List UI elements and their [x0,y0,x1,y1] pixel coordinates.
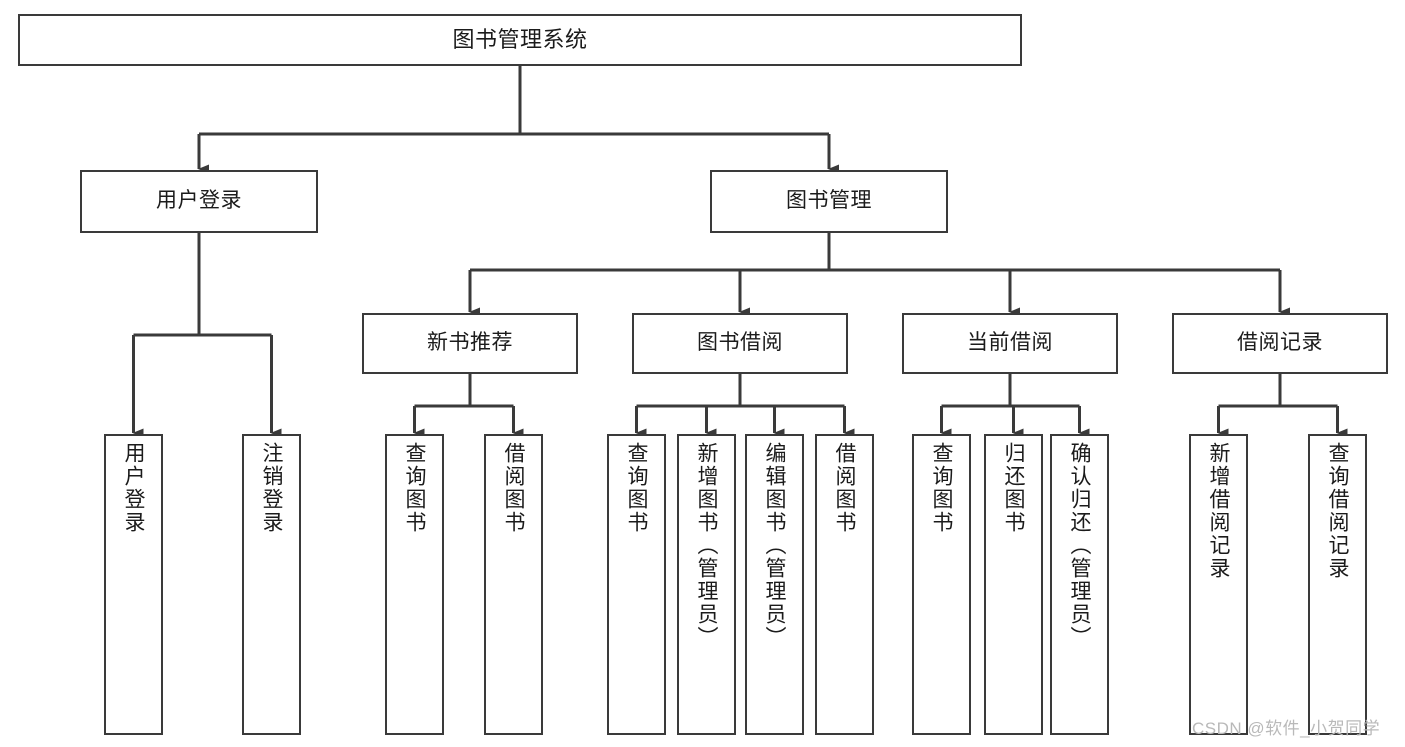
node-leaf-borrow-4[interactable]: 借阅图书 [815,434,874,735]
node-label: 用户登录 [156,189,242,213]
node-label: 新增借阅记录 [1207,442,1230,580]
node-label: 确认归还（管理员） [1068,442,1091,649]
node-bookmgmt[interactable]: 图书管理 [710,170,948,233]
node-label: 查询图书 [403,442,426,534]
node-label: 借阅图书 [502,442,525,534]
node-label: 编辑图书（管理员） [763,442,786,649]
node-leaf-cur-2[interactable]: 归还图书 [984,434,1043,735]
node-leaf-borrow-3[interactable]: 编辑图书（管理员） [745,434,804,735]
node-label: 查询图书 [930,442,953,534]
node-records[interactable]: 借阅记录 [1172,313,1388,374]
node-newbooks[interactable]: 新书推荐 [362,313,578,374]
node-label: 归还图书 [1002,442,1025,534]
node-label: 新书推荐 [427,331,513,355]
node-label: 借阅记录 [1237,331,1323,355]
node-label: 新增图书（管理员） [695,442,718,649]
node-borrow[interactable]: 图书借阅 [632,313,848,374]
node-label: 借阅图书 [833,442,856,534]
node-login[interactable]: 用户登录 [80,170,318,233]
node-label: 用户登录 [122,442,145,534]
node-leaf-borrow-2[interactable]: 新增图书（管理员） [677,434,736,735]
watermark-text: CSDN @软件_小贺同学 [1192,719,1381,738]
node-leaf-new-2[interactable]: 借阅图书 [484,434,543,735]
node-label: 图书借阅 [697,331,783,355]
node-leaf-new-1[interactable]: 查询图书 [385,434,444,735]
node-root[interactable]: 图书管理系统 [18,14,1022,66]
node-leaf-borrow-1[interactable]: 查询图书 [607,434,666,735]
node-current[interactable]: 当前借阅 [902,313,1118,374]
edges [132,66,1348,438]
node-leaf-rec-1[interactable]: 新增借阅记录 [1189,434,1248,735]
node-label: 查询图书 [625,442,648,534]
node-leaf-cur-3[interactable]: 确认归还（管理员） [1050,434,1109,735]
node-leaf-login-1[interactable]: 用户登录 [104,434,163,735]
node-leaf-rec-2[interactable]: 查询借阅记录 [1308,434,1367,735]
node-label: 图书管理 [786,189,872,213]
node-leaf-cur-1[interactable]: 查询图书 [912,434,971,735]
node-label: 当前借阅 [967,331,1053,355]
node-label: 注销登录 [260,442,283,534]
node-leaf-login-2[interactable]: 注销登录 [242,434,301,735]
node-label: 图书管理系统 [452,27,588,53]
node-label: 查询借阅记录 [1326,442,1349,580]
